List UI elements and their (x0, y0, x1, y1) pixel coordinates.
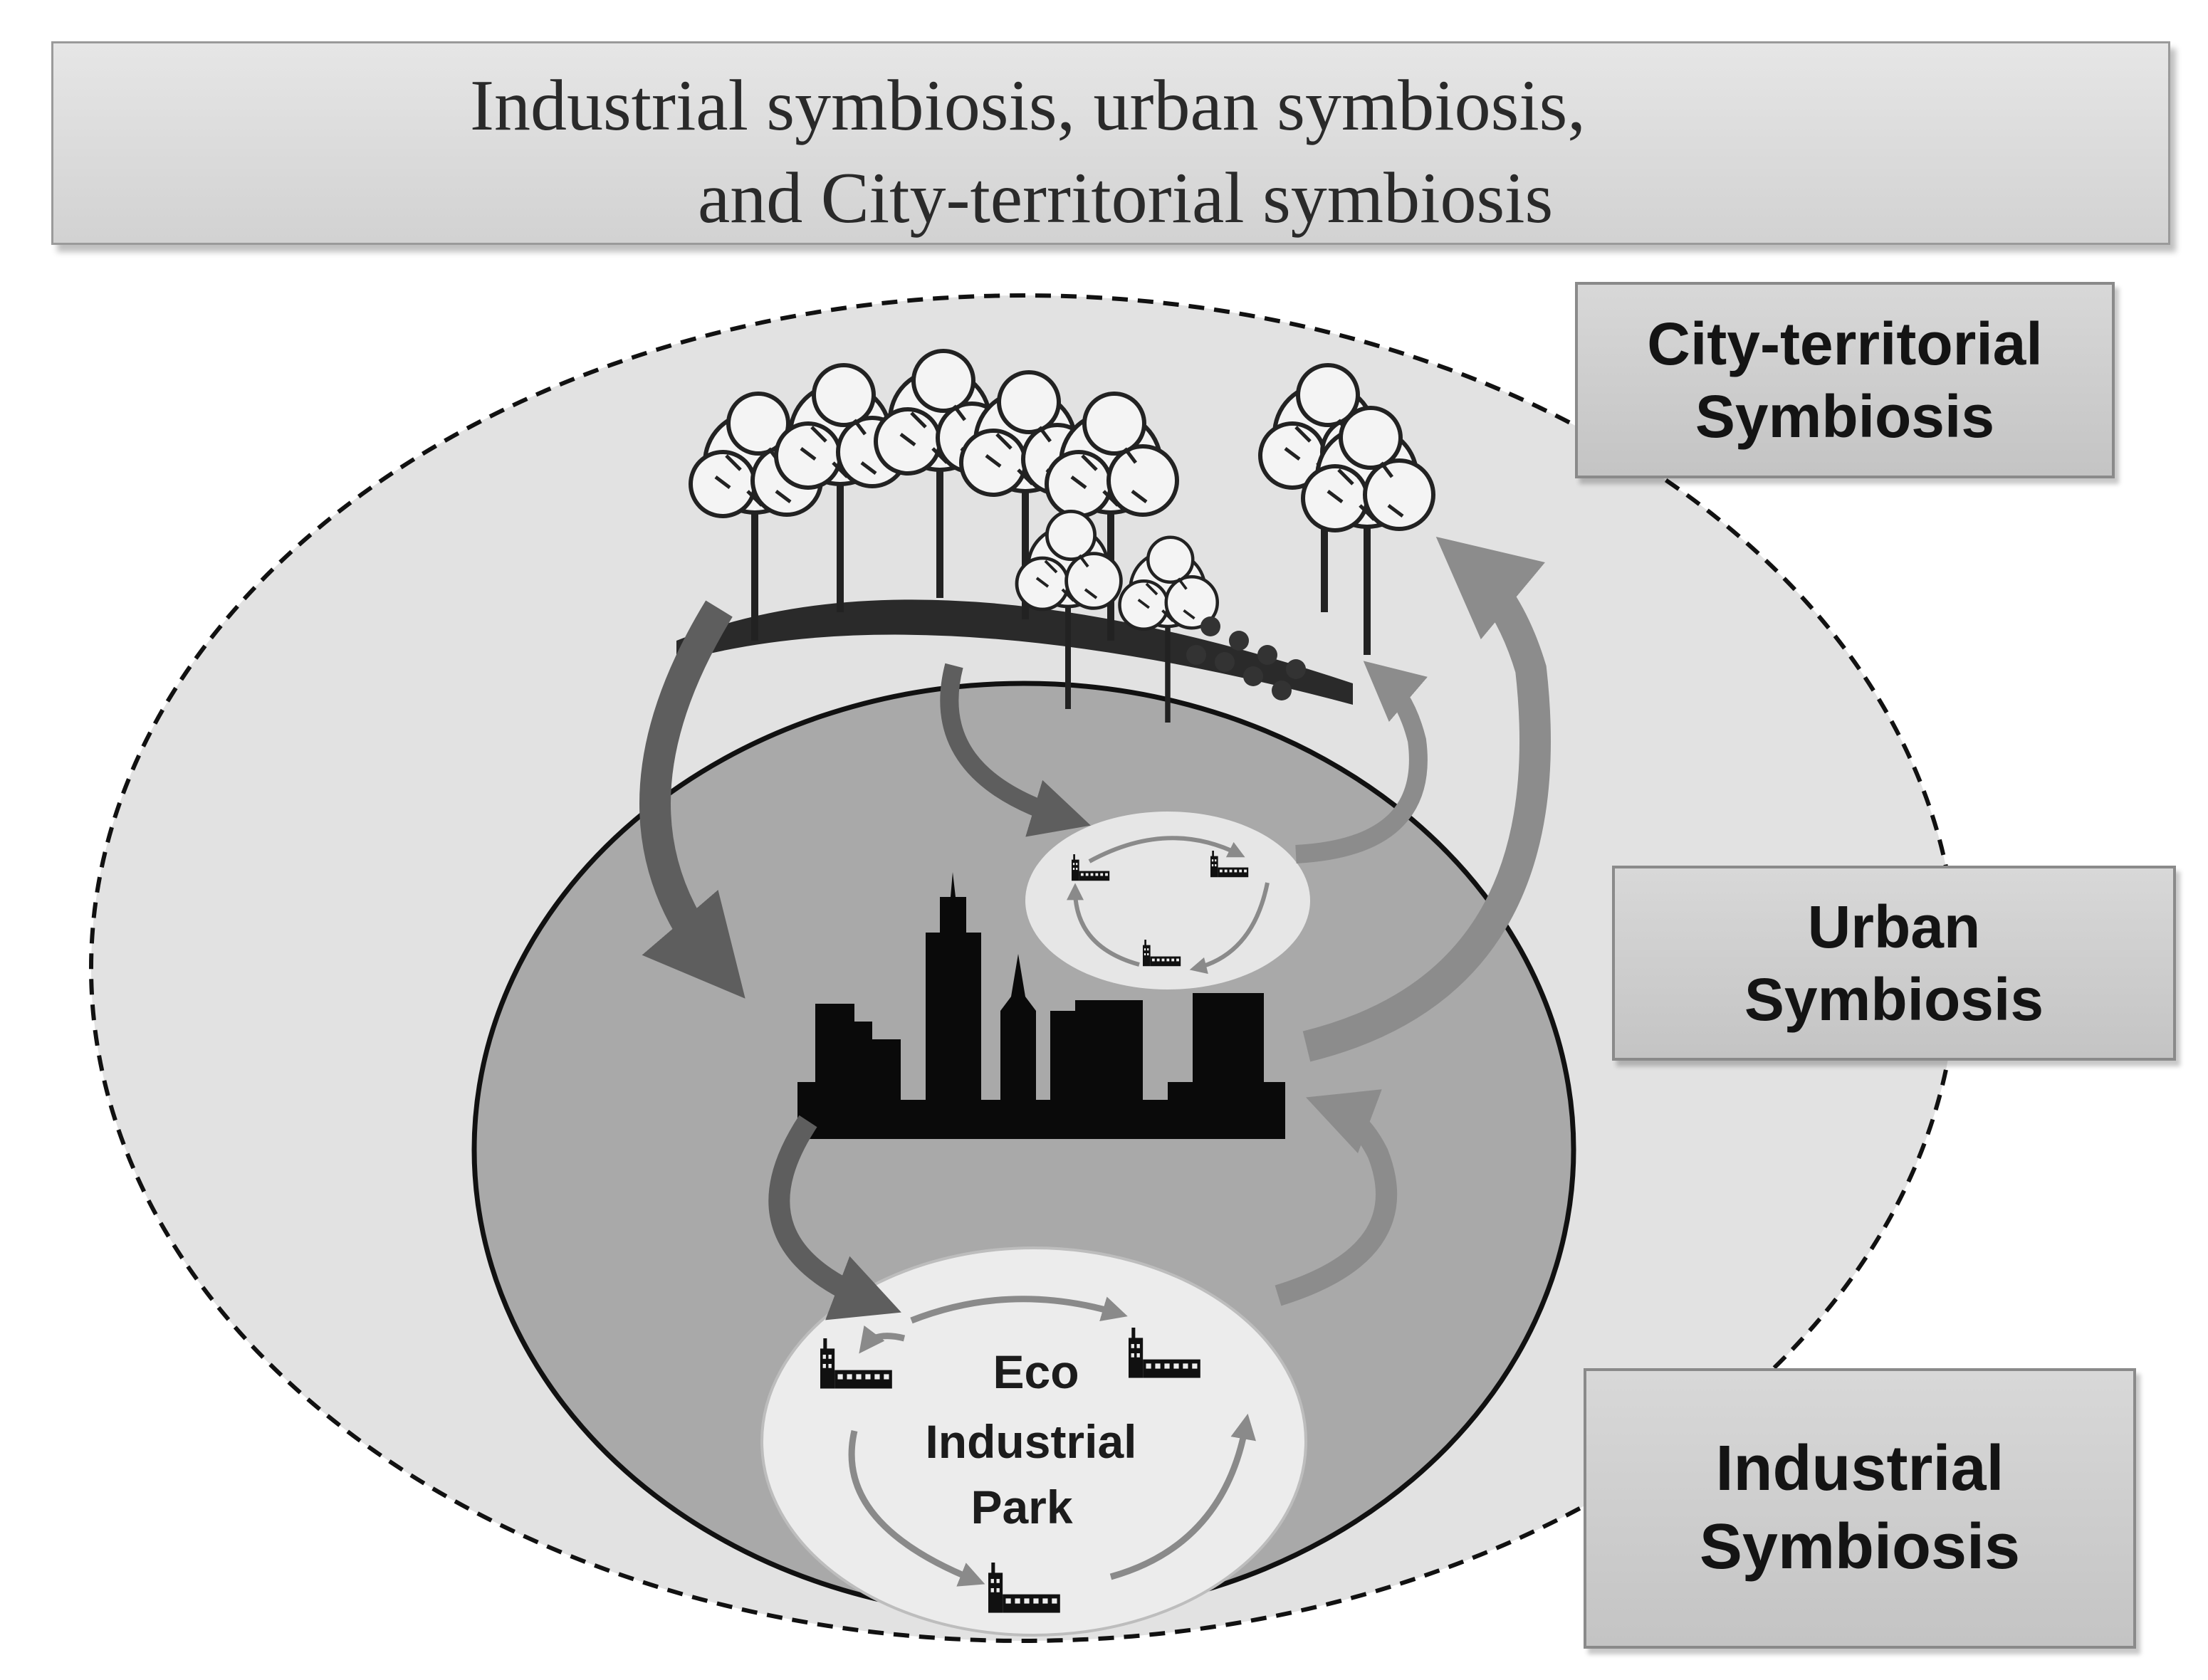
park-label-line-3: Park (970, 1481, 1072, 1533)
park-label-line-2: Industrial (925, 1415, 1136, 1468)
flow-arrow-territory-to-cluster (940, 663, 1091, 837)
park-cycle-arrow (1109, 1413, 1256, 1580)
forest-icon (676, 351, 1433, 723)
park-label-line-1: Eco (993, 1345, 1079, 1398)
industrial-label-line-1: Industrial (1715, 1433, 2004, 1505)
flow-arrow-park-to-city (1275, 1089, 1398, 1306)
urban-symbiosis-label: Urban Symbiosis (1612, 866, 2176, 1061)
title-line-1: Industrial symbiosis, urban symbiosis, (470, 65, 1586, 146)
urban-label-line-2: Symbiosis (1744, 966, 2044, 1033)
park-cycle-arrow (859, 1325, 906, 1354)
park-cycle-arrow (910, 1296, 1128, 1324)
flow-arrow-territory-to-city (639, 600, 745, 999)
city-territorial-label-line-1: City-territorial (1647, 310, 2043, 377)
city-skyline-icon (797, 872, 1285, 1139)
flow-arrow-city-to-park (768, 1115, 901, 1321)
city-territorial-symbiosis-label: City-territorial Symbiosis (1575, 282, 2115, 478)
cluster-cycle-arrow (1088, 836, 1245, 863)
urban-label-line-1: Urban (1807, 893, 1981, 960)
flow-arrow-cluster-to-territory (1295, 661, 1428, 863)
cluster-cycle-arrow (1067, 883, 1140, 967)
industrial-symbiosis-label: Industrial Symbiosis (1584, 1368, 2136, 1649)
industrial-label-line-2: Symbiosis (1699, 1511, 2021, 1582)
title-line-2: and City-territorial symbiosis (698, 158, 1554, 238)
city-territorial-label-line-2: Symbiosis (1695, 383, 1995, 450)
cluster-cycle-arrow (1189, 882, 1270, 975)
park-cycle-arrow (848, 1429, 985, 1587)
flow-arrow-city-to-territory (1302, 536, 1551, 1062)
title-banner (51, 41, 2170, 245)
